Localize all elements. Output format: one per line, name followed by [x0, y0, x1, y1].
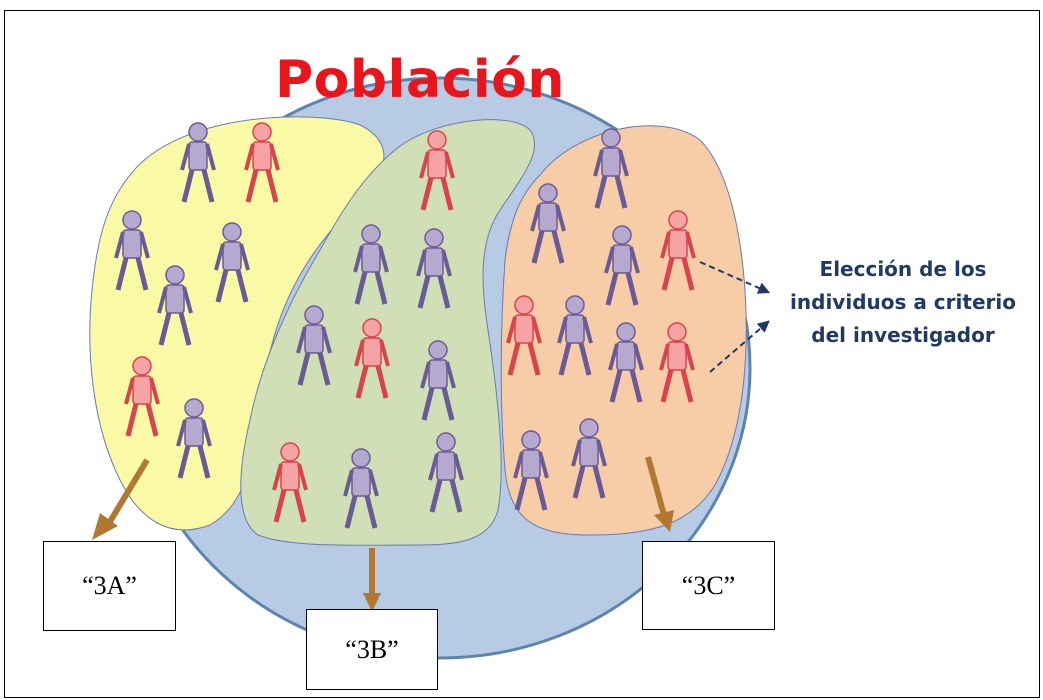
pointer-arrow-c	[645, 456, 674, 532]
person-figure	[593, 128, 629, 209]
person-figure	[180, 122, 216, 203]
person-figure	[571, 418, 607, 499]
person-figure	[513, 430, 549, 511]
person-figure	[157, 265, 193, 346]
selection-note-line-2: individuos a criterio	[790, 290, 1016, 314]
person-figure-selected	[419, 130, 455, 211]
selection-note-line-1: Elección de los	[819, 257, 987, 281]
person-figure-selected	[660, 210, 696, 291]
person-figure-selected	[124, 356, 160, 437]
person-figure-selected	[272, 442, 308, 523]
person-figure	[296, 305, 332, 386]
person-figure	[353, 224, 389, 305]
label-box-3b: “3B”	[306, 609, 438, 690]
person-figure-selected	[506, 295, 542, 376]
person-figure	[176, 398, 212, 479]
person-figure-selected	[354, 318, 390, 399]
population-title: Población	[275, 50, 565, 110]
label-box-3c: “3C”	[642, 541, 775, 630]
person-figure-selected	[659, 322, 695, 403]
person-figure	[214, 222, 250, 303]
selection-arrow-lower	[709, 320, 770, 373]
person-figure	[530, 183, 566, 264]
person-figure	[428, 432, 464, 513]
pointer-arrow-a	[92, 458, 150, 540]
person-figure-selected	[244, 122, 280, 203]
person-figure	[416, 228, 452, 309]
person-figure	[343, 448, 379, 529]
selection-note-line-3: del investigador	[811, 323, 995, 347]
figure-frame	[4, 10, 1040, 698]
person-figure	[114, 210, 150, 291]
person-figure	[420, 340, 456, 421]
pointer-arrow-b	[363, 548, 381, 612]
label-box-3a: “3A”	[43, 541, 176, 631]
group-b-region	[240, 119, 535, 546]
person-figure	[557, 295, 593, 376]
selection-arrow-upper	[699, 261, 771, 294]
person-figure	[608, 322, 644, 403]
person-figure	[604, 225, 640, 306]
selection-note: Elección de los individuos a criterio de…	[778, 253, 1028, 352]
